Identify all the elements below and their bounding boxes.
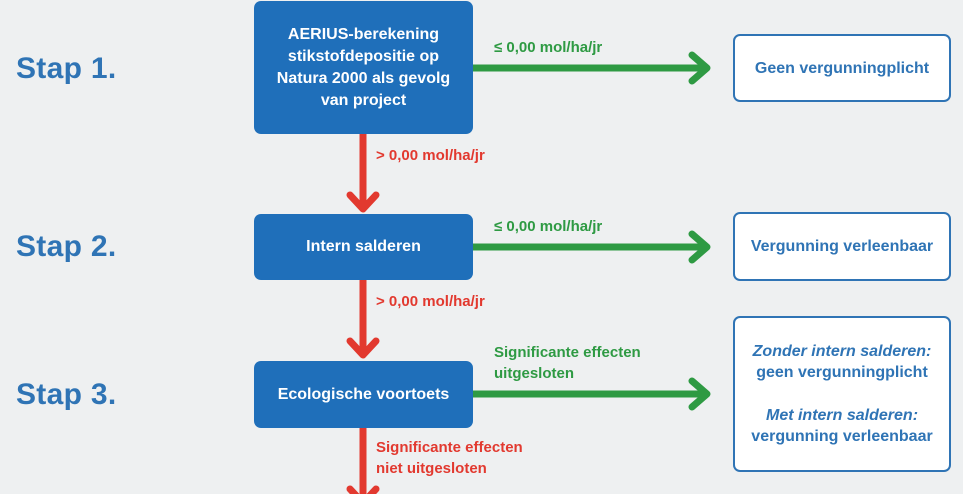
green-arrow-2 (469, 230, 711, 264)
outcome-2-text: Vergunning verleenbaar (750, 238, 934, 255)
outcome-3-b-text: vergunning verleenbaar (751, 428, 933, 445)
box-1-line-1: AERIUS-berekening (287, 25, 440, 43)
box-2-text: Intern salderen (306, 238, 421, 255)
red-label-3: Significante effecten niet uitgesloten (376, 437, 523, 479)
green-arrow-3 (469, 377, 711, 411)
green-label-3-line-2: uitgesloten (494, 365, 575, 382)
box-3-text: Ecologische voortoets (277, 385, 450, 403)
box-1-line-4: van project (320, 91, 407, 109)
outcome-3-a-title: Zonder intern salderen: (752, 343, 932, 360)
step-1-label: Stap 1. (16, 52, 117, 85)
green-label-1: ≤ 0,00 mol/ha/jr (494, 39, 603, 56)
step-3-label: Stap 3. (16, 378, 117, 411)
red-label-3-line-1: Significante effecten (376, 439, 523, 456)
outcome-step-3: Zonder intern salderen: geen vergunningp… (733, 316, 951, 472)
outcome-vergunning-verleenbaar: Vergunning verleenbaar (733, 212, 951, 281)
box-1-line-2: stikstofdepositie op (287, 47, 440, 65)
red-label-1: > 0,00 mol/ha/jr (376, 147, 485, 164)
green-label-3: Significante effecten uitgesloten (494, 342, 641, 384)
green-label-2: ≤ 0,00 mol/ha/jr (494, 218, 603, 235)
green-arrow-1 (469, 51, 711, 85)
box-1-line-3: Natura 2000 als gevolg (276, 69, 451, 87)
box-ecologische-voortoets: Ecologische voortoets (254, 361, 473, 428)
box-intern-salderen: Intern salderen (254, 214, 473, 280)
green-label-3-line-1: Significante effecten (494, 344, 641, 361)
outcome-geen-vergunningplicht: Geen vergunningplicht (733, 34, 951, 102)
red-label-3-line-2: niet uitgesloten (376, 460, 487, 477)
outcome-3-b-title: Met intern salderen: (765, 407, 919, 424)
box-aerius-calculation: AERIUS-berekening stikstofdepositie op N… (254, 1, 473, 134)
red-arrow-3 (346, 424, 380, 494)
red-arrow-1 (346, 130, 380, 213)
red-label-2: > 0,00 mol/ha/jr (376, 293, 485, 310)
step-2-label: Stap 2. (16, 230, 117, 263)
red-arrow-2 (346, 276, 380, 359)
outcome-3-a-text: geen vergunningplicht (756, 364, 928, 381)
outcome-1-text: Geen vergunningplicht (754, 59, 930, 77)
